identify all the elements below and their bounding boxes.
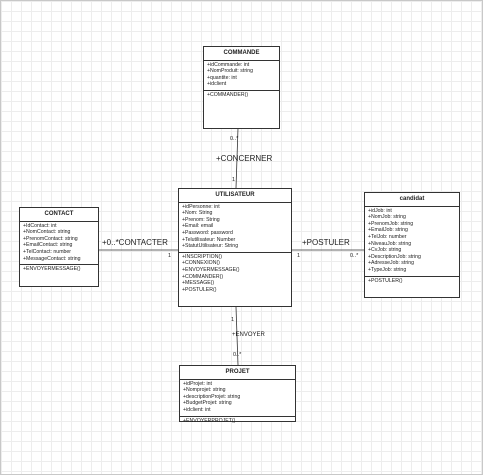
attribute: +idPersonne: int	[182, 203, 220, 210]
attribute: +NomContact: string	[23, 229, 71, 236]
attribute: +TelJob: number	[368, 233, 407, 240]
attribute: +AdresseJob: string	[368, 260, 414, 267]
mult-utilisateur-contacter: 1	[168, 253, 171, 259]
operation: +COMMANDER()	[182, 273, 224, 280]
attribute: +NomJob: string	[368, 214, 406, 221]
mult-utilisateur-postuler: 1	[297, 253, 300, 259]
attribute: +IdContact: int	[23, 222, 57, 229]
class-commande-name: COMMANDE	[204, 47, 279, 61]
attribute: +DescriptionJob: string	[368, 253, 421, 260]
mult-utilisateur-envoyer: 1	[231, 317, 234, 323]
label-postuler: +POSTULER	[302, 238, 350, 247]
attribute: +EmailJob: string	[368, 227, 408, 234]
association-line-concerner	[235, 127, 239, 189]
operation: +POSTULER()	[368, 277, 403, 284]
attribute: +PrenomJob: string	[368, 220, 414, 227]
class-projet-operations: +ENVOYERPROJET()	[180, 417, 295, 427]
class-projet-name: PROJET	[180, 366, 295, 380]
label-concerner: +CONCERNER	[216, 154, 272, 163]
class-projet-attributes: +idProjet: int +Nomprojet: string +descr…	[180, 380, 295, 417]
attribute: +BudgetProjet: string	[183, 400, 232, 407]
attribute: +CvJob: string	[368, 247, 402, 254]
class-commande[interactable]: COMMANDE +idCommande: int +NomProduit: s…	[203, 46, 280, 129]
attribute: +Telutilisateur: Number	[182, 236, 236, 243]
class-candidat[interactable]: candidat +idJob: int +NomJob: string +Pr…	[364, 192, 460, 298]
attribute: +idclient	[207, 81, 227, 88]
operation: +ENVOYERPROJET()	[183, 417, 236, 424]
attribute: +Email: email	[182, 223, 214, 230]
attribute: +TelContact: number	[23, 248, 72, 255]
attribute: +idProjet: int	[183, 380, 212, 387]
class-utilisateur-operations: +INSCRIPTION() +CONNEXION() +ENVOYERMESS…	[179, 253, 291, 296]
attribute: +Password: password	[182, 229, 233, 236]
class-commande-attributes: +idCommande: int +NomProduit: string +qu…	[204, 61, 279, 91]
attribute: +quantite: int	[207, 74, 237, 81]
class-contact-operations: +ENVOYERMESSAGE()	[20, 265, 98, 275]
attribute: +Prenom: String	[182, 216, 220, 223]
class-projet[interactable]: PROJET +idProjet: int +Nomprojet: string…	[179, 365, 296, 424]
attribute: +idclient: int	[183, 406, 211, 413]
label-envoyer: +ENVOYER	[232, 332, 266, 338]
operation: +ENVOYERMESSAGE()	[182, 266, 240, 273]
mult-projet-envoyer: 0..*	[233, 352, 242, 358]
attribute: +idCommande: int	[207, 61, 250, 68]
class-utilisateur[interactable]: UTILISATEUR +idPersonne: int +Nom: Strin…	[178, 188, 292, 307]
class-contact-name: CONTACT	[20, 208, 98, 222]
association-line-envoyer	[235, 306, 239, 366]
class-contact-attributes: +IdContact: int +NomContact: string +Pre…	[20, 222, 98, 266]
operation: +INSCRIPTION()	[182, 253, 222, 260]
attribute: +idJob: int	[368, 207, 392, 214]
mult-candidat-postuler: 0..*	[350, 253, 359, 259]
operation: +CONNEXION()	[182, 260, 220, 267]
class-candidat-attributes: +idJob: int +NomJob: string +PrenomJob: …	[365, 207, 459, 277]
operation: +MESSAGE()	[182, 280, 215, 287]
attribute: +Nomprojet: string	[183, 387, 226, 394]
class-utilisateur-attributes: +idPersonne: int +Nom: String +Prenom: S…	[179, 203, 291, 253]
attribute: +MessageContact: string	[23, 255, 81, 262]
attribute: +EmailContact: string	[23, 242, 73, 249]
operation: +COMMANDER()	[207, 91, 249, 98]
attribute: +descriptionProjet: string	[183, 393, 241, 400]
attribute: +NiveauJob: string	[368, 240, 412, 247]
attribute: +StatutUtilisateur: String	[182, 243, 239, 250]
class-candidat-name: candidat	[365, 193, 459, 207]
class-utilisateur-name: UTILISATEUR	[179, 189, 291, 203]
attribute: +PrenomContact: string	[23, 235, 78, 242]
operation: +POSTULER()	[182, 286, 217, 293]
attribute: +TypeJob: string	[368, 266, 407, 273]
class-commande-operations: +COMMANDER()	[204, 91, 279, 101]
class-candidat-operations: +POSTULER()	[365, 277, 459, 287]
label-contacter: +0..*CONTACTER	[102, 238, 168, 247]
mult-commande-concerner: 0..*	[230, 136, 239, 142]
attribute: +NomProduit: string	[207, 68, 253, 75]
attribute: +Nom: String	[182, 210, 213, 217]
class-contact[interactable]: CONTACT +IdContact: int +NomContact: str…	[19, 207, 99, 287]
operation: +ENVOYERMESSAGE()	[23, 266, 81, 273]
mult-utilisateur-concerner: 1	[232, 177, 235, 183]
